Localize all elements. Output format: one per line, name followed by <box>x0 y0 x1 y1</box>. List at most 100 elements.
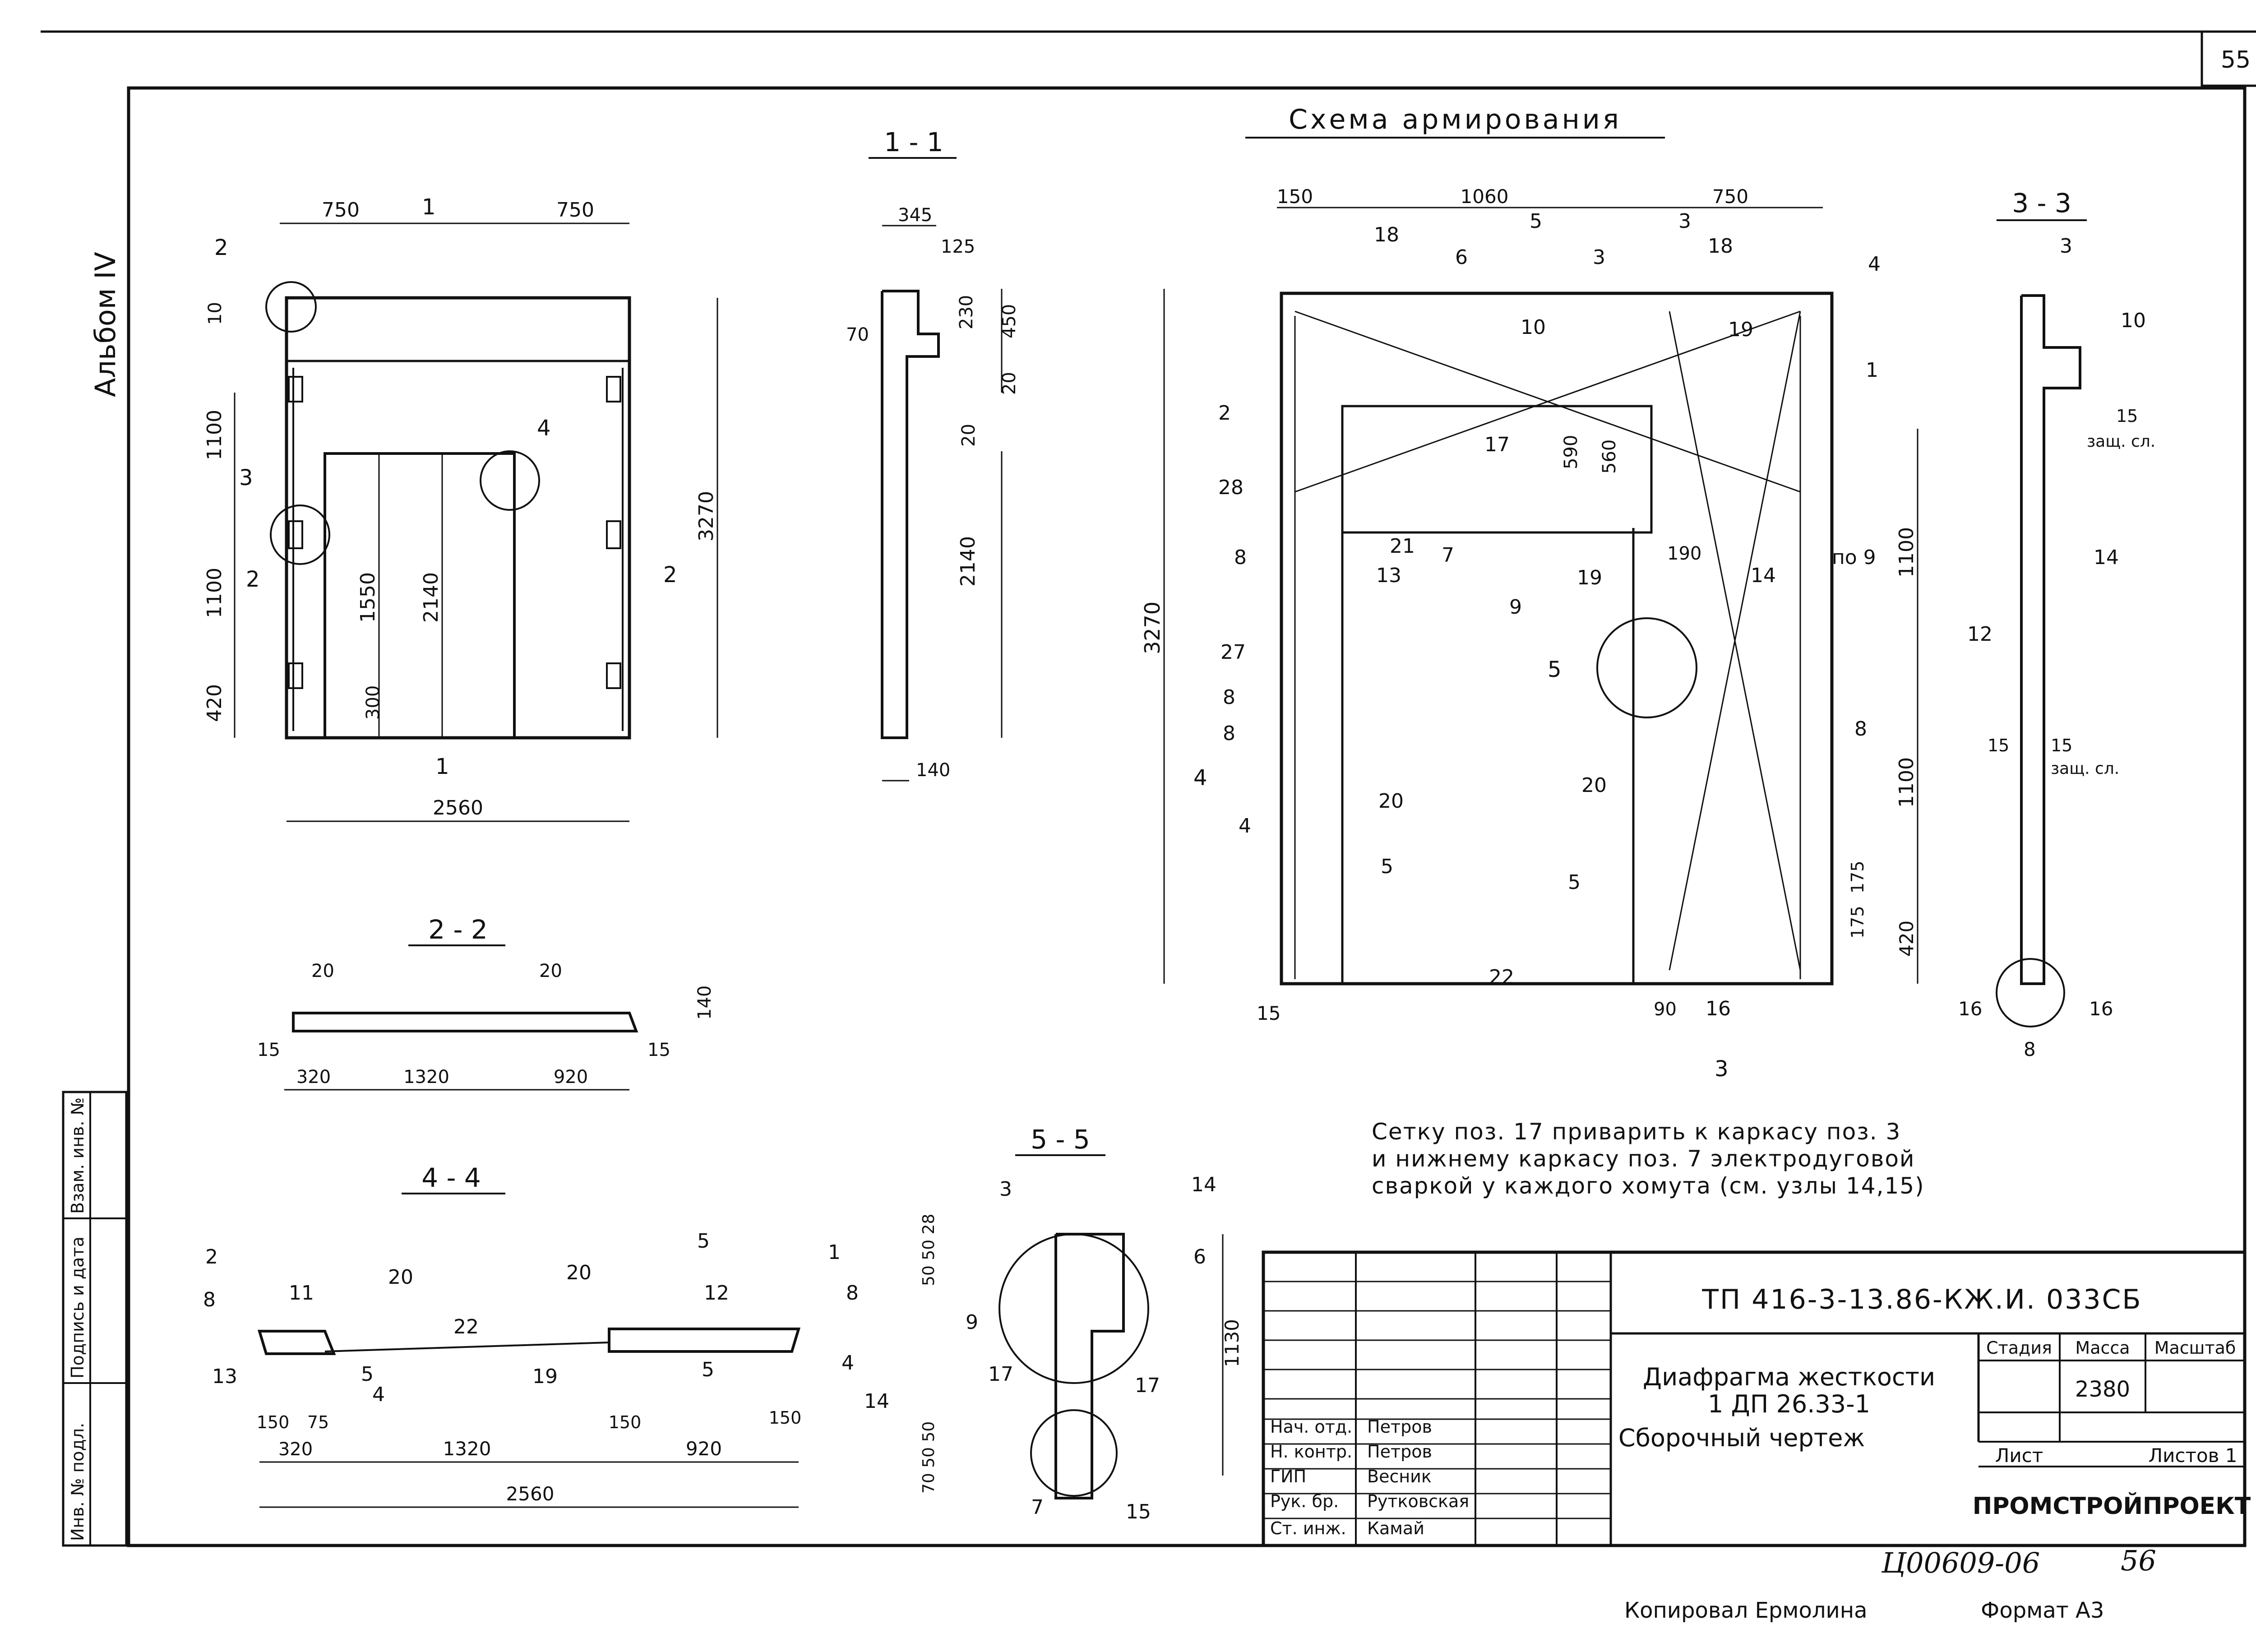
dim-920-s22: 920 <box>554 1067 588 1087</box>
album-label: Альбом IV <box>89 252 122 397</box>
dim-1320-s22: 1320 <box>403 1067 449 1087</box>
product-name-1: Диафрагма жесткости <box>1643 1363 1935 1391</box>
reinforcement-scheme: Схема армирования 150 1060 750 3270 590 … <box>1140 104 1919 1082</box>
dim-150b: 150 <box>609 1412 642 1432</box>
role-title-0: Нач. отд. <box>1270 1417 1352 1437</box>
label-scheme-21: по 9 <box>1832 546 1876 569</box>
company-name: ПРОМСТРОЙПРОЕКТ <box>1973 1492 2251 1520</box>
section-4-4-title: 4 - 4 <box>421 1162 481 1193</box>
label-scheme-22: 27 <box>1220 641 1246 664</box>
label-44-13: 1 <box>828 1241 841 1264</box>
section-3-3-profile <box>2020 294 2081 985</box>
label-scheme-30: 22 <box>1489 966 1514 989</box>
s55-label-15: 15 <box>1126 1500 1151 1523</box>
masshtab-label: Масштаб <box>2154 1338 2236 1358</box>
dim-420: 420 <box>203 684 226 722</box>
section-5-5-title: 5 - 5 <box>1031 1124 1090 1155</box>
label-scheme-2: 3 <box>1593 246 1605 269</box>
label-scheme-26: 8 <box>1854 717 1867 740</box>
scheme-cut-5-mid: 5 <box>1548 657 1562 682</box>
label-44-0: 2 <box>205 1245 218 1268</box>
dim-2560: 2560 <box>433 796 483 819</box>
vzam-inv-label: Взам. инв. № <box>68 1097 88 1214</box>
door-opening <box>324 452 516 739</box>
section-2-2-profile <box>292 1012 638 1032</box>
note-line-2: и нижнему каркасу поз. 7 электродуговой <box>1372 1146 1915 1172</box>
dim-230: 230 <box>956 295 977 329</box>
scheme-title: Схема армирования <box>1289 104 1622 135</box>
label-scheme-0: 18 <box>1374 223 1399 246</box>
podpis-data-label: Подпись и дата <box>68 1236 88 1379</box>
dim-140-s22: 140 <box>694 986 715 1020</box>
label-44-9: 20 <box>566 1261 592 1284</box>
label-44-12: 5 <box>702 1358 714 1381</box>
scheme-cut-3: 3 <box>1715 1056 1729 1082</box>
massa-label: Масса <box>2075 1338 2130 1358</box>
label-scheme-11: 17 <box>1484 433 1510 456</box>
scheme-dim-1100b: 1100 <box>1895 757 1918 808</box>
s55-label-14: 14 <box>1191 1173 1216 1196</box>
label-scheme-6: 4 <box>1868 253 1881 276</box>
scheme-dim-590: 590 <box>1561 435 1581 469</box>
section-2-2: 2 - 2 20 20 140 15 15 320 1320 920 <box>257 914 715 1091</box>
label-scheme-1: 6 <box>1455 246 1468 269</box>
dim-150c: 150 <box>769 1408 802 1428</box>
dim-1550: 1550 <box>356 572 379 623</box>
dim-920-s44: 920 <box>686 1438 722 1460</box>
role-title-3: Рук. бр. <box>1270 1491 1339 1511</box>
dim-70: 70 <box>846 324 869 345</box>
label-scheme-16: 8 <box>1223 686 1235 709</box>
dim-20b: 20 <box>958 424 979 447</box>
section-1-1-profile <box>881 290 940 739</box>
role-name-2: Весник <box>1367 1467 1432 1486</box>
inv-podl-label: Инв. № подл. <box>68 1423 88 1541</box>
label-44-2: 11 <box>289 1282 314 1305</box>
s33-label-15a: 15 <box>2116 406 2138 426</box>
label-44-16: 14 <box>864 1390 889 1413</box>
s33-label-14: 14 <box>2094 546 2119 569</box>
s33-label-16a: 16 <box>1958 998 1982 1020</box>
s33-label-12: 12 <box>1967 623 1992 646</box>
role-name-0: Петров <box>1367 1417 1432 1437</box>
dim-140-s11: 140 <box>916 760 950 781</box>
s33-zash2: защ. сл. <box>2051 759 2119 778</box>
product-name-2: 1 ДП 26.33-1 <box>1708 1390 1870 1418</box>
s33-label-8: 8 <box>2024 1038 2036 1060</box>
role-title-4: Ст. инж. <box>1270 1518 1346 1538</box>
s33-zash1: защ. сл. <box>2087 432 2155 451</box>
label-scheme-20: 14 <box>1751 564 1776 587</box>
archive-number: Ц00609-06 <box>1881 1546 2040 1579</box>
note-line-1: Сетку поз. 17 приварить к каркасу поз. 3 <box>1372 1119 1901 1145</box>
role-name-1: Петров <box>1367 1442 1432 1462</box>
label-scheme-18: 9 <box>1509 596 1522 619</box>
s55-label-17b: 17 <box>1135 1374 1160 1397</box>
label-44-5: 5 <box>361 1363 374 1386</box>
label-44-14: 8 <box>846 1282 859 1305</box>
section-4-4-right-part <box>608 1328 801 1353</box>
label-scheme-12: 28 <box>1218 476 1244 499</box>
scheme-lintel <box>1341 405 1653 534</box>
label-scheme-25: 20 <box>1581 774 1607 797</box>
archive-sheet: 56 <box>2121 1544 2156 1577</box>
s55-label-6: 6 <box>1193 1245 1206 1268</box>
dim-1100-bottom: 1100 <box>203 568 226 618</box>
dim-1320-s44: 1320 <box>443 1438 491 1460</box>
section-4-4-left-part <box>257 1330 336 1355</box>
scheme-dim-190: 190 <box>1667 543 1701 564</box>
dim-75: 75 <box>307 1412 329 1432</box>
panel-outline <box>285 296 631 740</box>
label-44-4: 13 <box>212 1365 237 1388</box>
scheme-outline <box>1280 292 1834 986</box>
page-number-box <box>2201 30 2256 87</box>
s33-label-15b: 15 <box>1988 736 2009 755</box>
s55-label-7: 7 <box>1031 1496 1044 1519</box>
label-scheme-28: 5 <box>1381 855 1393 878</box>
s33-label-3: 3 <box>2060 235 2072 258</box>
role-title-1: Н. контр. <box>1270 1442 1352 1462</box>
scheme-dim-1060: 1060 <box>1461 185 1509 208</box>
section-5-5: 5 - 5 50 50 28 70 50 50 1130 3 14 6 9 17… <box>920 1124 1243 1523</box>
scheme-dim-15: 15 <box>1257 1002 1281 1024</box>
scheme-dim-150: 150 <box>1277 185 1313 208</box>
